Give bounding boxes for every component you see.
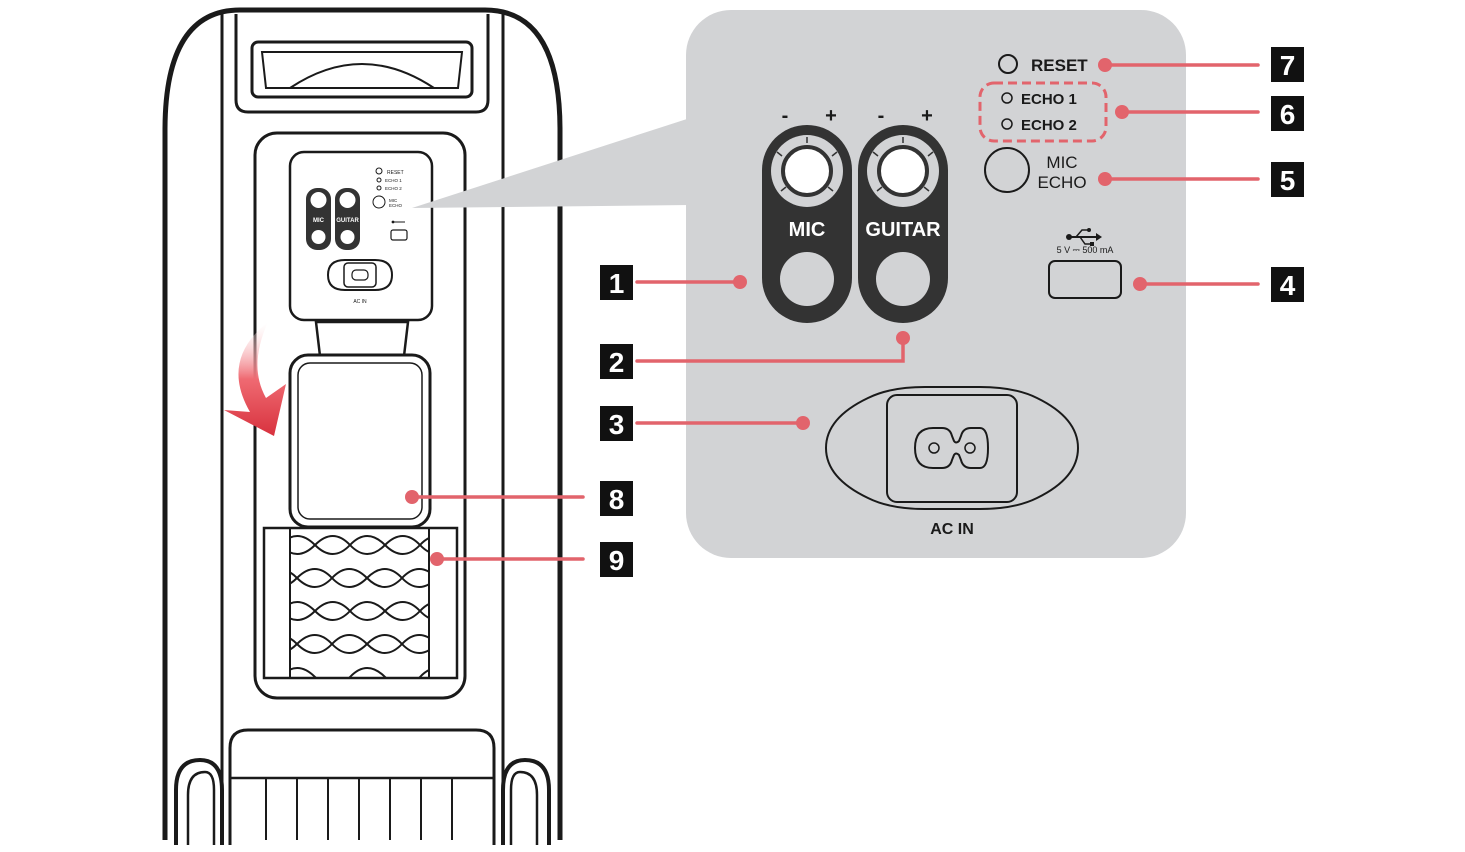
usb-rating-label: 5 V ⎓ 500 mA	[1057, 245, 1114, 255]
guitar-input-assembly: GUITAR - +	[858, 105, 948, 323]
echo2-led	[1001, 118, 1013, 130]
callout-badge-4: 4	[1271, 267, 1304, 302]
callout-badge-5: 5	[1271, 162, 1304, 197]
carry-handle	[234, 14, 490, 114]
reset-label: RESET	[1031, 56, 1088, 75]
echo2-label: ECHO 2	[1021, 117, 1077, 134]
mic-echo-label-line2: ECHO	[1037, 173, 1086, 192]
base-wheels	[174, 728, 551, 845]
small-mic-label: MIC	[313, 218, 325, 224]
enlarged-panel: MIC - + GUITAR - + RESET ECHO 1 ECHO 2	[686, 10, 1186, 558]
open-cover-flap	[288, 320, 432, 529]
mic-echo-button[interactable]	[984, 147, 1030, 193]
open-direction-arrow	[224, 322, 286, 436]
small-mic-echo-label-1: MIC	[389, 198, 398, 203]
svg-text:2: 2	[609, 347, 625, 378]
small-echo1-label: ECHO 1	[385, 178, 402, 183]
callout-badge-3: 3	[600, 406, 633, 441]
mic-minus-label: -	[782, 105, 789, 127]
svg-text:8: 8	[609, 484, 625, 515]
echo1-led	[1001, 92, 1013, 104]
small-usb-icon	[391, 220, 405, 224]
svg-text:6: 6	[1280, 99, 1296, 130]
callout-badge-9: 9	[600, 542, 633, 577]
small-reset-label: RESET	[387, 170, 404, 176]
callout-badge-6: 6	[1271, 96, 1304, 131]
mic-echo-label-line1: MIC	[1046, 153, 1077, 172]
mic-input-assembly: MIC - +	[762, 105, 852, 323]
zoom-wedge	[412, 118, 690, 208]
usb-icon	[1066, 228, 1102, 246]
reset-button[interactable]	[998, 54, 1018, 74]
callout-lines	[410, 63, 1260, 561]
ac-in-socket[interactable]	[824, 386, 1080, 510]
svg-text:9: 9	[609, 545, 625, 576]
small-mic-echo-label-2: ECHO	[389, 203, 403, 208]
guitar-minus-label: -	[878, 105, 885, 127]
guitar-input-jack[interactable]	[876, 252, 930, 306]
speaker-body: MIC GUITAR RESET ECHO 1 ECHO 2 MIC ECHO …	[162, 7, 563, 845]
callout-badge-1: 1	[600, 265, 633, 300]
small-ac-in-label: AC IN	[353, 299, 367, 305]
ac-in-label: AC IN	[930, 521, 974, 538]
small-input-panel: MIC GUITAR RESET ECHO 1 ECHO 2 MIC ECHO …	[288, 150, 434, 322]
echo1-label: ECHO 1	[1021, 91, 1077, 108]
small-guitar-label: GUITAR	[336, 218, 359, 224]
callout-dots	[405, 58, 1147, 566]
callout-badge-7: 7	[1271, 47, 1304, 82]
mic-label: MIC	[789, 219, 826, 241]
usb-port[interactable]	[1048, 260, 1122, 299]
svg-text:3: 3	[609, 409, 625, 440]
guitar-plus-label: +	[921, 105, 933, 127]
callout-badge-2: 2	[600, 344, 633, 379]
svg-text:4: 4	[1280, 270, 1296, 301]
small-echo2-label: ECHO 2	[385, 186, 402, 191]
callout-badge-8: 8	[600, 481, 633, 516]
guitar-label: GUITAR	[865, 219, 941, 241]
svg-text:7: 7	[1280, 50, 1296, 81]
net-pocket	[262, 526, 459, 680]
mic-plus-label: +	[825, 105, 837, 127]
echo-indicator-highlight	[978, 81, 1108, 143]
mic-input-jack[interactable]	[780, 252, 834, 306]
svg-text:1: 1	[609, 268, 625, 299]
svg-text:5: 5	[1280, 165, 1296, 196]
